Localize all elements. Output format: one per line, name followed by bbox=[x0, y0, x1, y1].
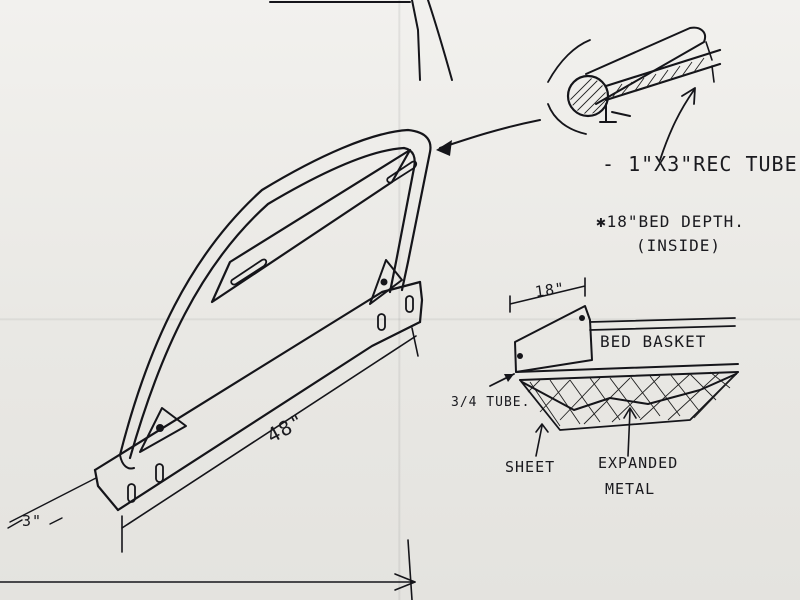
detail-pointer-line bbox=[439, 119, 541, 149]
basket-dim-18 bbox=[509, 277, 586, 313]
detail-arc-bottom bbox=[547, 103, 587, 135]
inside-label: (INSIDE) bbox=[636, 236, 722, 255]
gusset-right bbox=[369, 259, 403, 305]
detail-leader bbox=[659, 89, 695, 161]
rail-right-end bbox=[418, 280, 424, 324]
dimension-bottom-tick bbox=[407, 539, 413, 600]
dimension-lines bbox=[0, 327, 419, 600]
basket-hole-1 bbox=[579, 315, 585, 321]
rail-slot-4 bbox=[405, 295, 414, 313]
top-flat-bar bbox=[210, 148, 412, 304]
dimension-48-tick-right bbox=[411, 327, 419, 357]
basket-detail bbox=[489, 277, 739, 457]
basket-side-tube bbox=[515, 363, 739, 381]
dimension-bottom-arrow bbox=[394, 573, 416, 591]
rec-tube-label: - 1"X3"REC TUBE bbox=[602, 152, 798, 176]
basket-expanded-metal-hatch bbox=[527, 371, 737, 427]
expanded-label: EXPANDED bbox=[598, 454, 679, 472]
metal-arrow bbox=[623, 407, 637, 419]
detail-bolt bbox=[599, 103, 631, 123]
rack-frame bbox=[93, 128, 432, 512]
gusset-left bbox=[139, 407, 187, 453]
detail-tube-circle bbox=[566, 74, 610, 118]
bed-basket-label: BED BASKET bbox=[600, 332, 707, 351]
bar-slot-1 bbox=[230, 258, 268, 286]
basket-tube-arrow bbox=[504, 374, 514, 382]
basket-top-tube bbox=[589, 317, 736, 331]
tube-detail bbox=[436, 26, 722, 161]
rail-left-end bbox=[93, 468, 120, 512]
sheet-leader bbox=[535, 425, 543, 457]
detail-tube-body bbox=[585, 26, 706, 105]
rail-bottom-edge bbox=[116, 320, 422, 512]
tube-inner bbox=[128, 146, 416, 460]
basket-sheet-line bbox=[521, 373, 737, 411]
metal-label: METAL bbox=[605, 480, 656, 498]
detail-pointer-arrowhead bbox=[436, 140, 452, 156]
dimension-3-line bbox=[9, 477, 97, 523]
detail-tube-end bbox=[705, 41, 715, 83]
dimension-48-line bbox=[121, 335, 417, 529]
tube-size-label: 3/4 TUBE. bbox=[451, 395, 531, 410]
dimension-3-arrows bbox=[7, 517, 63, 529]
top-right-stroke bbox=[427, 0, 453, 81]
rail-slot-1 bbox=[127, 483, 136, 503]
bar-slot-2 bbox=[386, 160, 418, 184]
rail-top-edge bbox=[93, 280, 422, 472]
rail-slot-3 bbox=[377, 313, 386, 331]
dimension-3-label: 3" bbox=[22, 512, 43, 530]
rail-slot-2 bbox=[155, 463, 164, 483]
gusset-left-hole bbox=[156, 424, 164, 432]
sheet-arrow bbox=[535, 423, 549, 433]
tube-bottom bbox=[119, 454, 135, 470]
gusset-right-hole bbox=[380, 278, 388, 286]
detail-rec-tube bbox=[604, 48, 722, 102]
basket-mesh-outline bbox=[519, 371, 739, 431]
top-left-stroke bbox=[411, 0, 421, 81]
detail-arc-top bbox=[547, 39, 591, 83]
sheet-label: SHEET bbox=[505, 458, 556, 476]
detail-leader-arrow bbox=[681, 87, 696, 105]
tube-outer bbox=[118, 128, 432, 457]
basket-side-plate bbox=[514, 305, 593, 373]
basket-width-label: 18" bbox=[533, 278, 567, 302]
basket-hole-2 bbox=[517, 353, 523, 359]
bed-depth-label: ✱18"BED DEPTH. bbox=[596, 212, 745, 231]
detail-circle-hatch bbox=[570, 78, 606, 114]
metal-leader bbox=[627, 409, 631, 457]
detail-rec-hatch bbox=[611, 57, 705, 99]
